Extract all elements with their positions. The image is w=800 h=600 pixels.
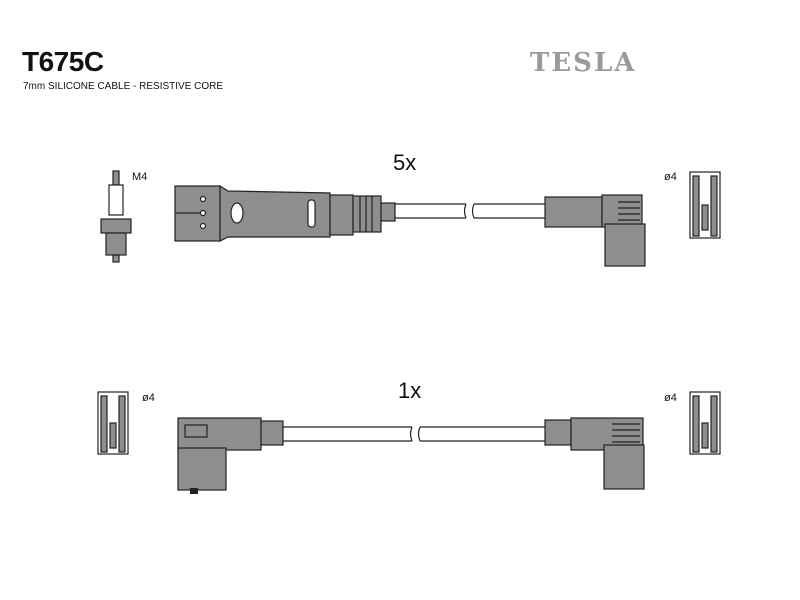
left-angled-boot-icon (177, 417, 284, 494)
spark-plug-icon (100, 170, 132, 263)
brand-logo: TESLA (530, 48, 637, 78)
right-angled-boot-icon (544, 417, 645, 490)
part-number: T675C (22, 46, 104, 77)
set-2-left-terminal-label: ø4 (142, 392, 155, 404)
angled-plug-boot-icon (544, 194, 646, 267)
cable-description: 7mm SILICONE CABLE - RESISTIVE CORE (23, 81, 224, 92)
cable-5x (395, 203, 545, 219)
left-terminal-icon (97, 391, 129, 455)
straight-distributor-boot-icon (174, 184, 396, 242)
spark-plug-label: M4 (132, 171, 148, 183)
set-2-right-terminal-label: ø4 (664, 392, 677, 404)
set-1-quantity: 5x (393, 150, 417, 175)
cable-1x (283, 426, 545, 442)
set-1-terminal-label: ø4 (664, 171, 677, 183)
terminal-icon (689, 171, 721, 239)
set-2-quantity: 1x (398, 378, 422, 403)
right-terminal-icon (689, 391, 721, 455)
